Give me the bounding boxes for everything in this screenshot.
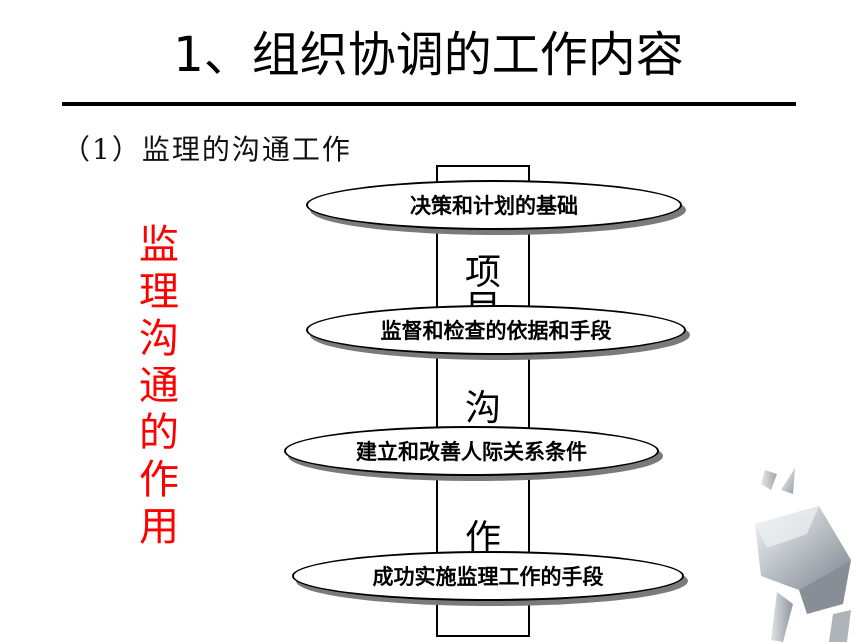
- vertical-char: 监: [139, 222, 179, 268]
- oval-supervision-basis: 监督和检查的依据和手段: [306, 305, 686, 355]
- vertical-char: 作: [139, 457, 179, 503]
- oval-decision-basis: 决策和计划的基础: [306, 180, 682, 230]
- section-subtitle: （1）监理的沟通工作: [62, 133, 352, 166]
- oval-success-means: 成功实施监理工作的手段: [292, 551, 684, 601]
- pillar-char: 沟: [464, 388, 501, 429]
- vertical-char: 沟: [139, 316, 179, 362]
- vertical-red-label: 监 理 沟 通 的 作 用: [136, 222, 182, 551]
- vertical-char: 理: [139, 269, 179, 315]
- oval-relationship-condition: 建立和改善人际关系条件: [284, 426, 659, 476]
- page-title: 1、组织协调的工作内容: [173, 27, 684, 83]
- title-divider: [62, 102, 796, 106]
- vertical-char: 通: [139, 363, 179, 409]
- pillar-char: 项: [464, 252, 501, 293]
- vertical-char: 用: [139, 504, 179, 550]
- crystal-decoration-icon: [755, 468, 851, 642]
- vertical-char: 的: [139, 410, 179, 456]
